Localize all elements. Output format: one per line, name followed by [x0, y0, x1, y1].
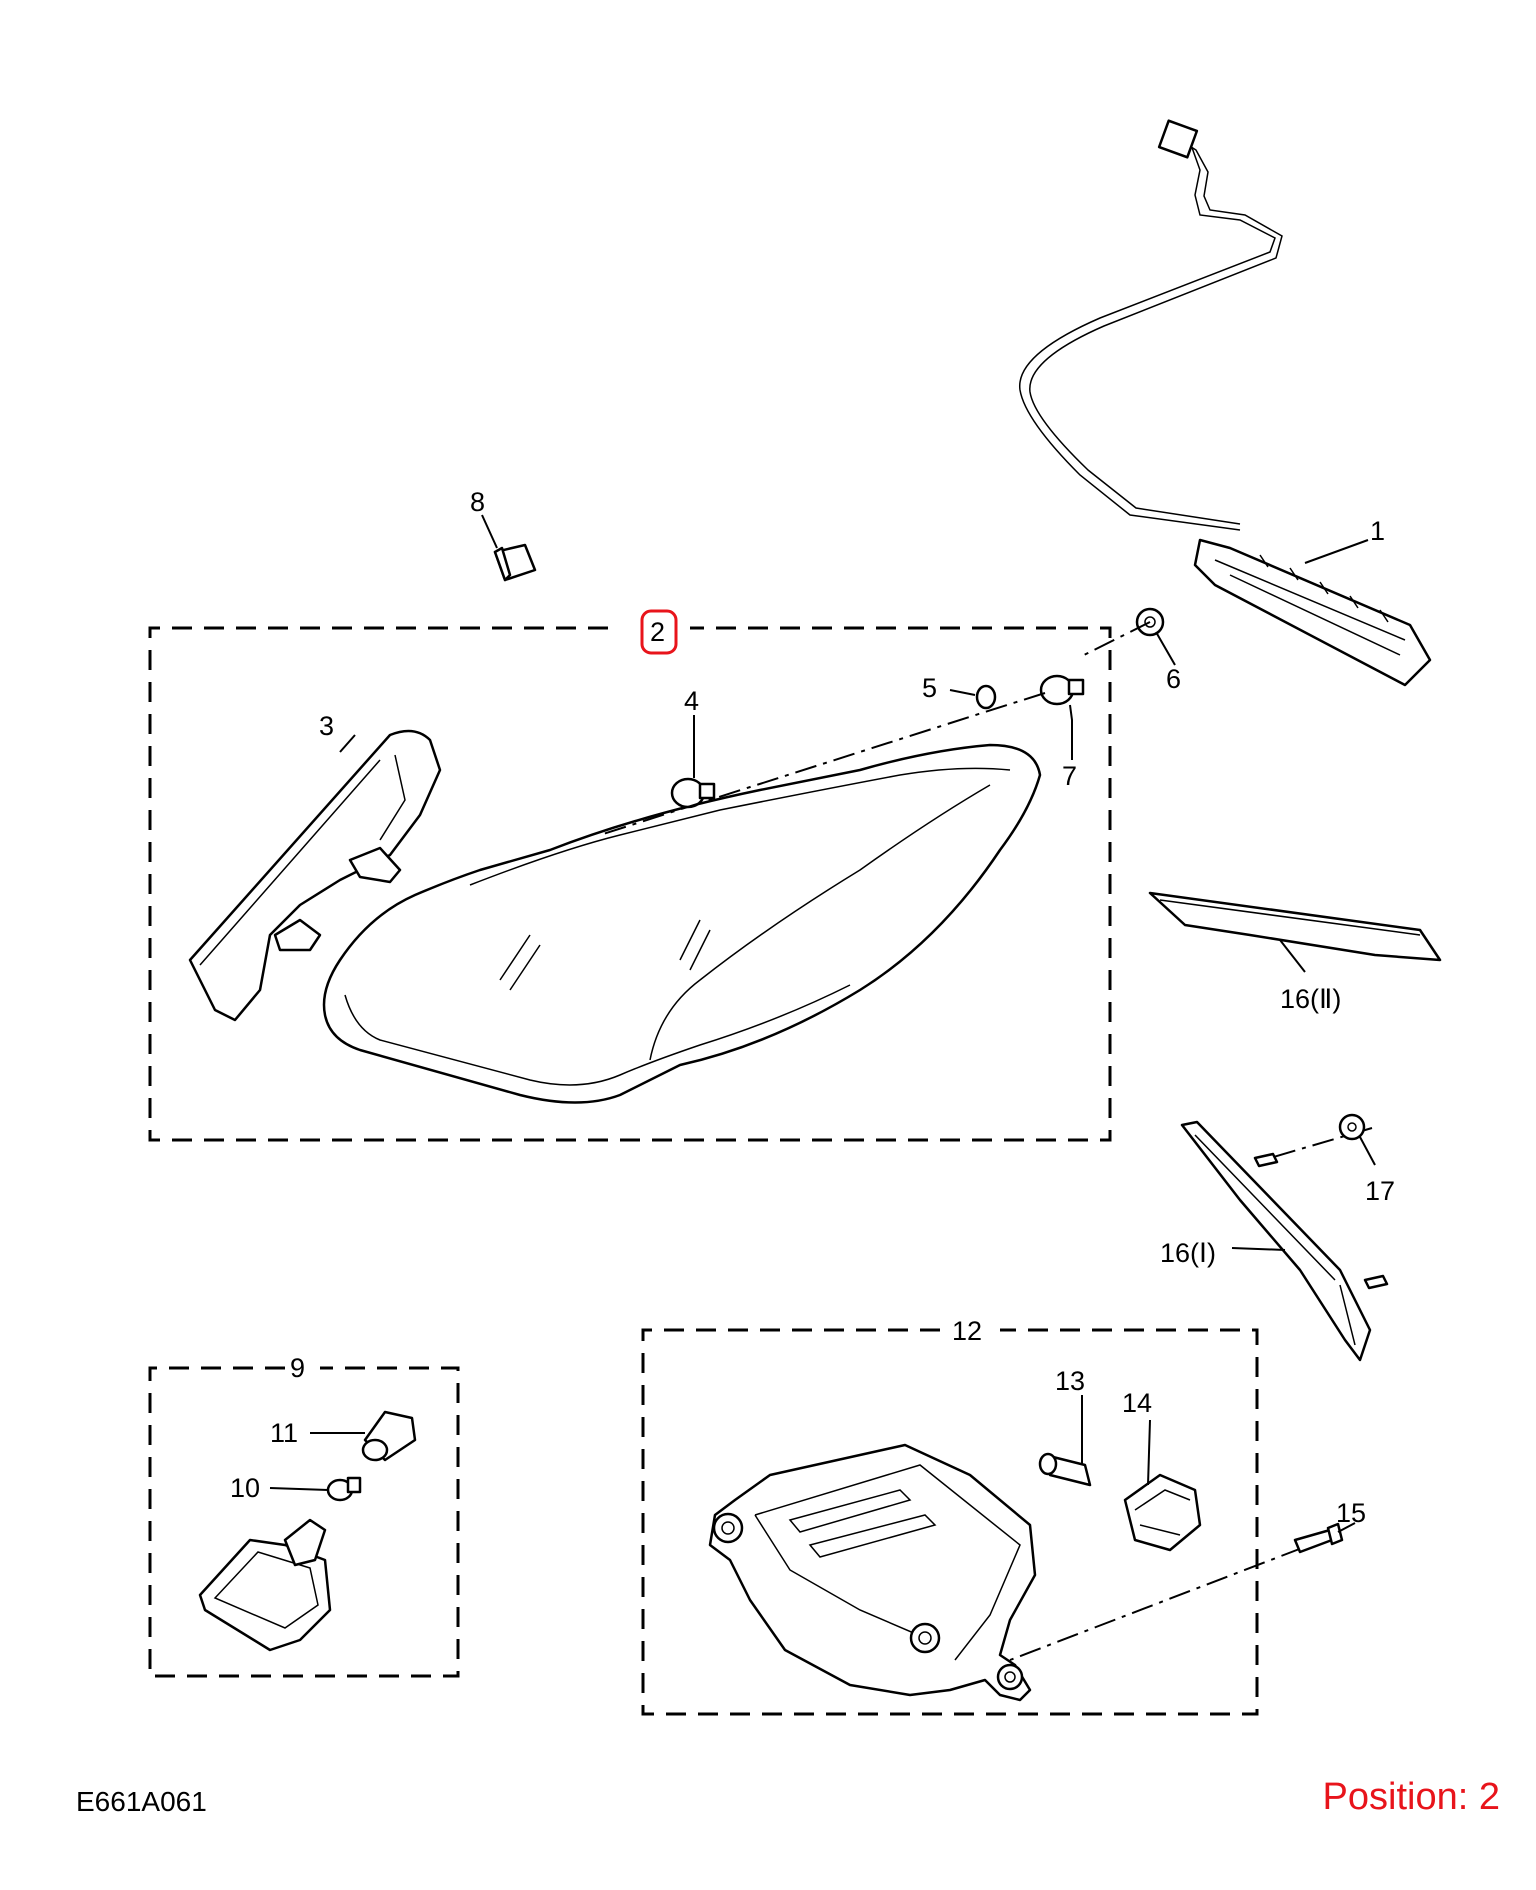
drawing-code: E661A061: [76, 1786, 207, 1817]
part-3-bracket: [188, 729, 442, 1022]
part-7-bulb: [1039, 674, 1085, 760]
callout-9: 9: [290, 1353, 305, 1383]
callout-5: 5: [922, 673, 937, 703]
part-9-licence-lamp: [198, 1518, 332, 1652]
part-6-nut: [1135, 607, 1176, 666]
part-17-nut: [1338, 1113, 1376, 1166]
part-11-bulb-holder: [310, 1410, 417, 1462]
callout-17: 17: [1365, 1176, 1395, 1206]
group-box-2: [148, 626, 1112, 1142]
callout-2: 2: [650, 617, 665, 647]
callout-1: 1: [1370, 516, 1385, 546]
callout-16-2: 16(Ⅱ): [1280, 984, 1341, 1014]
part-13-bulb: [1038, 1395, 1092, 1487]
part-16-1-trim: [1180, 1120, 1389, 1362]
part-4-bulb: [670, 715, 716, 809]
position-highlight: [640, 609, 678, 655]
part-12-fog-lamp: [708, 1443, 1037, 1702]
part-10-bulb: [269, 1476, 362, 1502]
callout-6: 6: [1166, 664, 1181, 694]
part-15-screw: [1293, 1522, 1356, 1554]
group-box-9: [148, 1366, 460, 1678]
callout-14: 14: [1122, 1388, 1152, 1418]
callout-12: 12: [952, 1316, 982, 1346]
callout-11: 11: [270, 1418, 298, 1448]
callout-10: 10: [230, 1473, 260, 1503]
part-8-clip: [481, 514, 537, 582]
part-14-connector: [1123, 1419, 1202, 1552]
callout-4: 4: [684, 686, 699, 716]
position-label: Position: 2: [1322, 1776, 1500, 1818]
callout-3: 3: [319, 711, 334, 741]
callout-16-1: 16(Ⅰ): [1160, 1238, 1216, 1268]
callout-13: 13: [1055, 1366, 1085, 1396]
callout-7: 7: [1062, 761, 1077, 791]
callout-15: 15: [1336, 1498, 1366, 1528]
part-16-2-trim: [1148, 891, 1442, 973]
part-2-headlamp: [322, 743, 1042, 1104]
part-1-stop-lamp: [1019, 119, 1432, 687]
part-5-grommet: [949, 684, 997, 710]
callout-8: 8: [470, 487, 485, 517]
